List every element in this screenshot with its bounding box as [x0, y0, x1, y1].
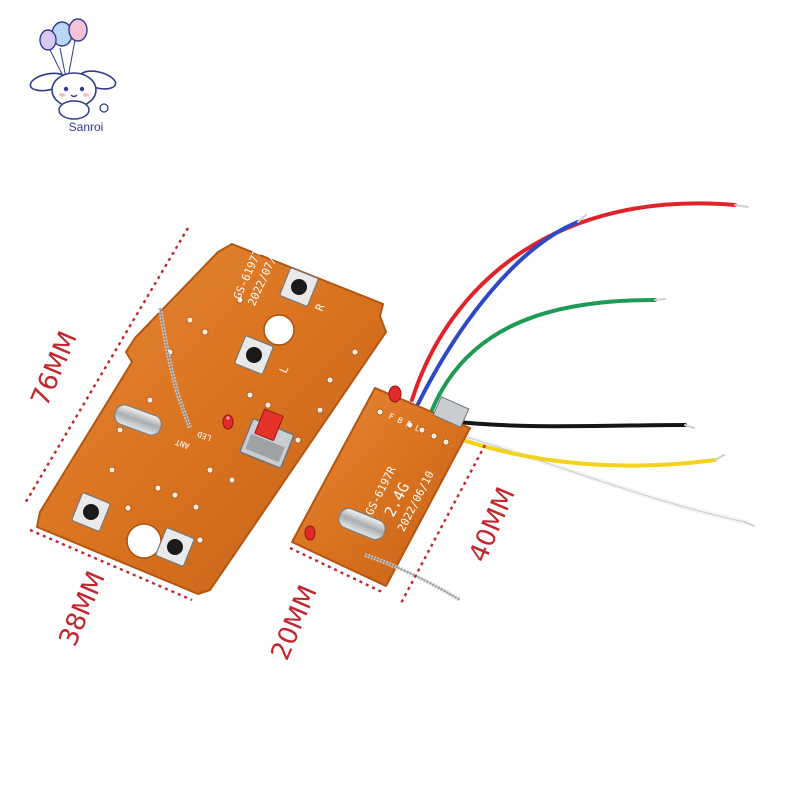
button-label-l: L: [277, 364, 292, 376]
wire-red: [410, 201, 737, 402]
dimension-line-38mm: [29, 528, 193, 602]
mounting-hole: [263, 314, 295, 346]
tactile-button-f: [71, 492, 111, 532]
brand-logo: Sanroi: [29, 18, 117, 134]
tactile-button-r: [279, 267, 319, 307]
dimension-label-38mm: 38MM: [54, 567, 112, 650]
bunny-body-icon: [58, 100, 90, 120]
receiver-wires: [410, 201, 755, 527]
tactile-button-l: [234, 335, 274, 375]
wire-white: [431, 425, 748, 525]
dimension-label-76mm: 76MM: [26, 327, 84, 410]
receiver-chip: [432, 396, 470, 428]
dimension-line-40mm: [398, 444, 487, 606]
balloon-icon: [39, 29, 57, 51]
transmitter-pcb: [36, 243, 387, 595]
wire-blue: [416, 220, 580, 406]
brand-name: Sanroi: [69, 120, 104, 134]
transmitter-board: GS-6197T-A 2022/07/09 R L ANT LED: [36, 235, 387, 595]
tactile-button-b: [155, 527, 195, 567]
wire-yellow: [438, 430, 717, 468]
button-label-r: R: [313, 302, 328, 314]
dimension-line-76mm: [22, 227, 190, 506]
balloon-icon: [68, 18, 88, 42]
dimension-line-20mm: [289, 546, 383, 594]
dimension-label-20mm: 20MM: [266, 581, 324, 664]
receiver-led: [388, 385, 402, 403]
receiver-crystal: [338, 507, 386, 541]
crystal-oscillator: [113, 404, 163, 436]
wire-green: [430, 298, 657, 412]
led-indicator: [222, 414, 234, 430]
dimension-lines: [22, 227, 487, 606]
wire-black: [438, 418, 687, 429]
dimension-label-40mm: 40MM: [464, 483, 522, 566]
receiver-led-ant: [304, 525, 316, 541]
power-switch: [239, 408, 295, 469]
